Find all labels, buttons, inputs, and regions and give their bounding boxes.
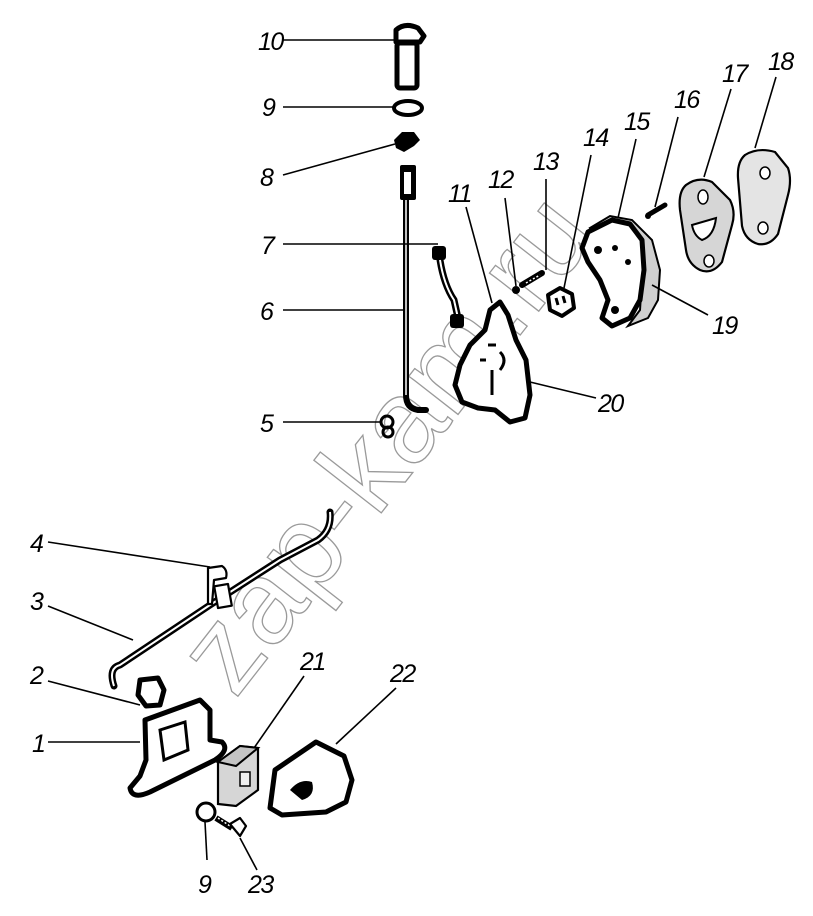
part-clip bbox=[379, 414, 395, 439]
callout-labels: 10 9 8 7 6 5 4 3 2 1 11 12 13 14 15 16 1… bbox=[29, 28, 796, 899]
part-rod-holder bbox=[206, 564, 233, 610]
part-lock-housing bbox=[579, 214, 662, 329]
callout-16: 16 bbox=[674, 86, 700, 114]
callout-3: 3 bbox=[30, 588, 44, 616]
callout-23: 23 bbox=[247, 871, 274, 899]
callout-7: 7 bbox=[261, 232, 276, 260]
watermark-text: zap-kam.ru bbox=[151, 170, 618, 716]
callout-9-top: 9 bbox=[262, 94, 276, 122]
part-bushing bbox=[394, 132, 420, 152]
callout-5: 5 bbox=[260, 410, 274, 438]
callout-18: 18 bbox=[768, 48, 794, 76]
callout-12: 12 bbox=[488, 166, 514, 194]
callout-6: 6 bbox=[260, 298, 274, 326]
part-screw-13 bbox=[519, 270, 545, 288]
callout-15: 15 bbox=[624, 108, 650, 136]
part-pad bbox=[215, 744, 261, 808]
part-handle-lever bbox=[135, 675, 167, 709]
part-inner-handle bbox=[127, 697, 228, 798]
callout-14: 14 bbox=[583, 124, 608, 152]
callout-19: 19 bbox=[712, 312, 738, 340]
part-washer-bottom bbox=[195, 801, 217, 823]
callout-8: 8 bbox=[260, 164, 274, 192]
part-knob bbox=[393, 22, 427, 91]
callout-1: 1 bbox=[32, 730, 44, 758]
part-gasket bbox=[678, 178, 735, 273]
part-lock-rod bbox=[400, 165, 429, 413]
part-bushing-nut bbox=[546, 286, 576, 318]
callout-4: 4 bbox=[30, 530, 43, 558]
callout-20: 20 bbox=[597, 390, 624, 418]
part-handle-cover bbox=[267, 739, 355, 818]
callout-11: 11 bbox=[448, 180, 471, 208]
part-lock-mechanism bbox=[452, 299, 533, 425]
part-plate bbox=[736, 148, 792, 246]
callout-9-bottom: 9 bbox=[198, 871, 212, 899]
callout-22: 22 bbox=[389, 660, 416, 688]
callout-21: 21 bbox=[299, 648, 325, 676]
callout-2: 2 bbox=[29, 662, 44, 690]
part-long-rod bbox=[108, 508, 334, 690]
part-bolt bbox=[214, 815, 248, 838]
part-nut bbox=[512, 286, 520, 294]
callout-10: 10 bbox=[258, 28, 284, 56]
part-screw-16 bbox=[645, 202, 668, 219]
part-short-rod bbox=[432, 246, 464, 328]
part-washer-top bbox=[392, 99, 424, 117]
leader-lines bbox=[47, 39, 777, 871]
callout-17: 17 bbox=[722, 60, 749, 88]
callout-13: 13 bbox=[533, 148, 559, 176]
